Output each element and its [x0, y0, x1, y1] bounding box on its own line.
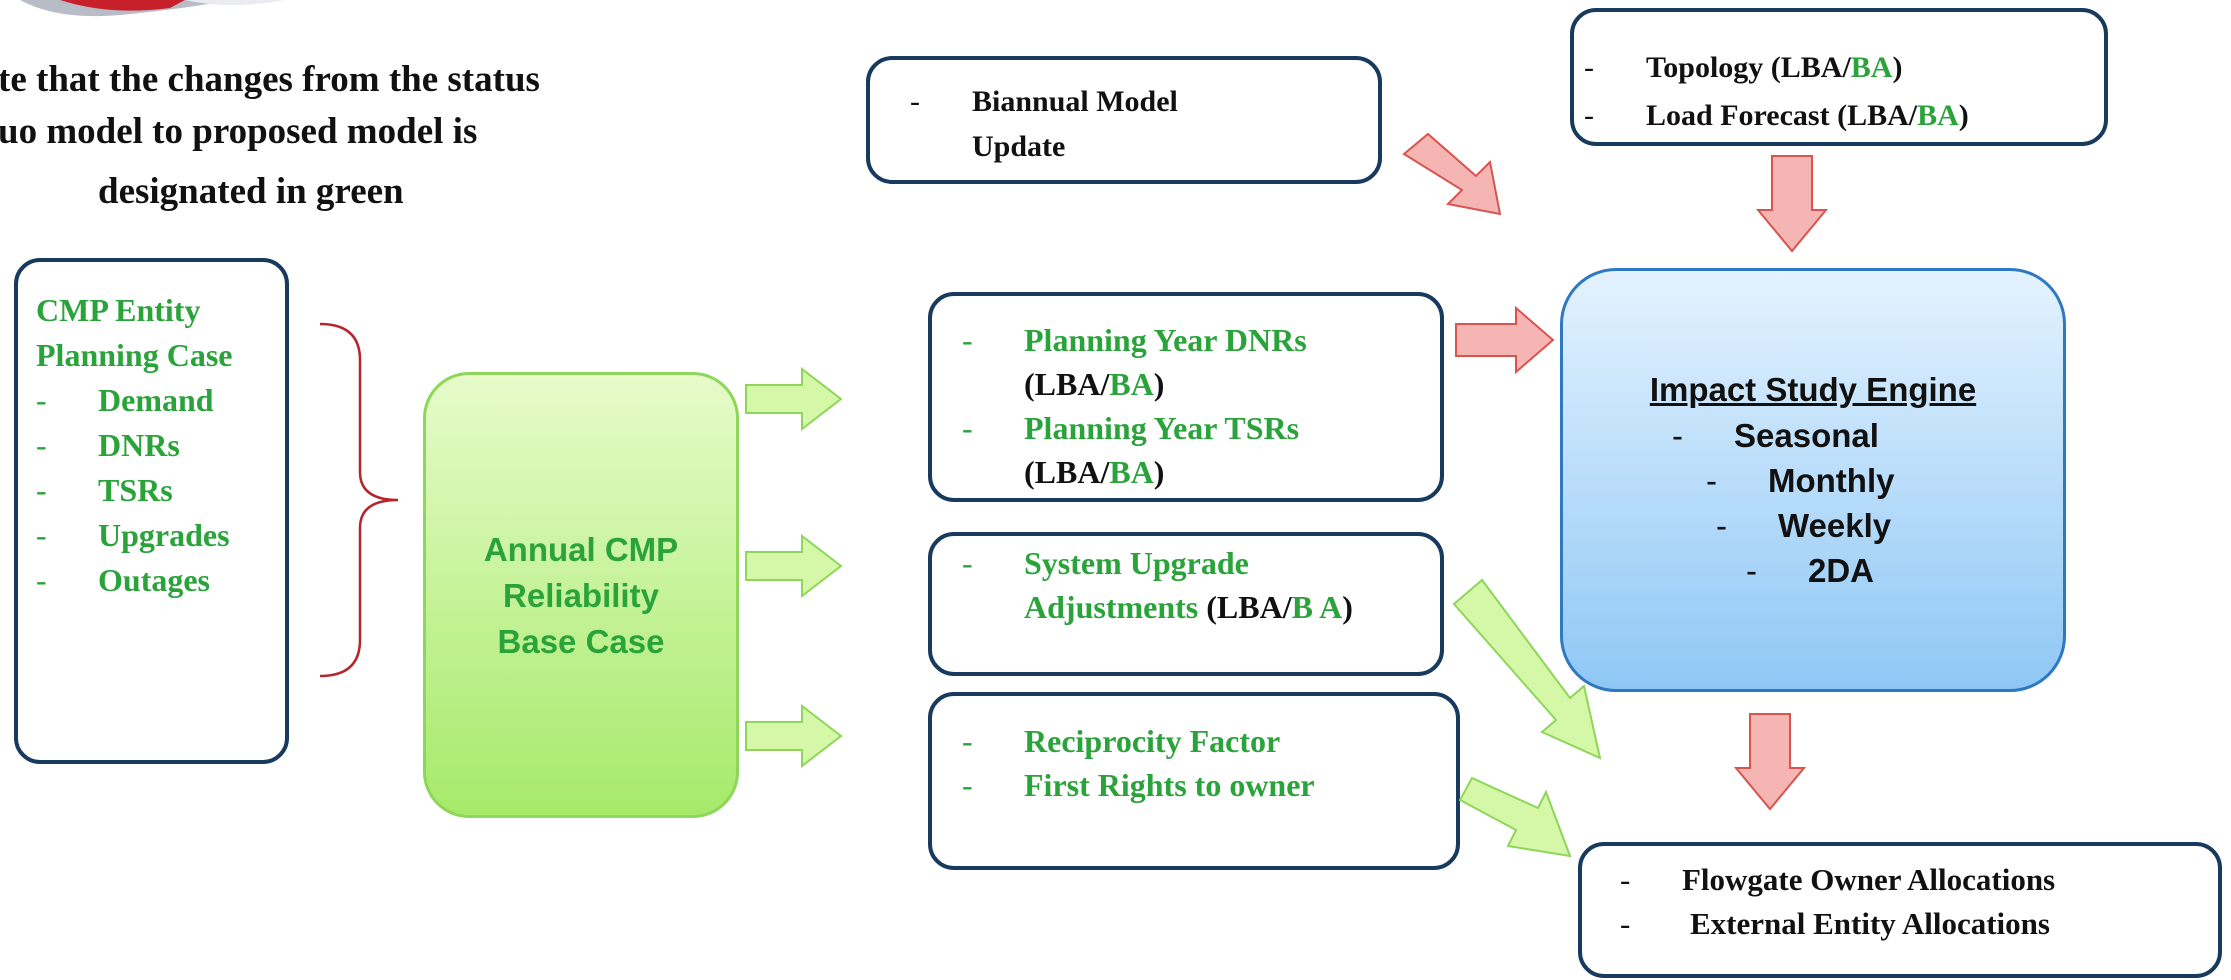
flowgate-owner-item: -Flowgate Owner Allocations	[1620, 862, 2056, 897]
green-arrow	[1458, 776, 1572, 858]
grouping-brace	[319, 322, 399, 678]
cmp-entity-title-1: CMP Entity	[36, 292, 201, 328]
red-arrow	[1455, 306, 1555, 374]
planning-tsrs-line-2: (LBA/BA)	[1024, 454, 1165, 490]
planning-dnrs-line-1: -Planning Year DNRs	[962, 322, 1307, 358]
engine-item: -Weekly	[1716, 507, 1892, 544]
cmp-entity-title-2: Planning Case	[36, 337, 233, 373]
base-case-box	[423, 372, 739, 818]
impact-engine-box	[1560, 268, 2066, 692]
planning-tsrs-line-1: -Planning Year TSRs	[962, 410, 1300, 446]
logo-fragment	[20, 0, 285, 17]
base-case-line-3: Base Case	[497, 623, 665, 660]
planning-year-box	[928, 292, 1444, 502]
green-arrow	[1452, 578, 1602, 760]
cmp-entity-item: -TSRs	[36, 472, 173, 508]
green-arrow	[745, 704, 843, 768]
cmp-entity-item: -Demand	[36, 382, 214, 418]
allocations-box	[1578, 842, 2222, 978]
note-line-3: designated in green	[98, 171, 404, 212]
green-arrow	[745, 534, 843, 598]
base-case-line-2: Reliability	[503, 577, 659, 614]
red-arrow	[1402, 132, 1502, 216]
upgrade-line-2: Adjustments (LBA/B A)	[1024, 589, 1353, 625]
engine-item: -2DA	[1746, 552, 1875, 589]
first-rights-item: -First Rights to owner	[962, 767, 1315, 803]
note-line-1: te that the changes from the status	[0, 59, 540, 100]
green-arrow	[745, 367, 843, 431]
impact-engine-title: Impact Study Engine	[1649, 371, 1977, 408]
cmp-entity-box	[14, 258, 289, 764]
engine-item: -Monthly	[1706, 462, 1895, 499]
load-forecast-item: -Load Forecast (LBA/BA)	[1584, 99, 1969, 132]
base-case-line-1: Annual CMP	[483, 531, 679, 568]
engine-item: -Seasonal	[1672, 417, 1879, 454]
red-arrow	[1756, 155, 1828, 253]
upgrade-line-1: -System Upgrade	[962, 545, 1249, 581]
note-line-2: uo model to proposed model is	[0, 111, 478, 152]
upgrade-box	[928, 532, 1444, 676]
reciprocity-box	[928, 692, 1460, 870]
topology-item: -Topology (LBA/BA)	[1584, 51, 1903, 84]
reciprocity-item: -Reciprocity Factor	[962, 723, 1281, 759]
biannual-box	[866, 56, 1382, 184]
cmp-entity-item: -Outages	[36, 562, 210, 598]
red-arrow	[1734, 713, 1806, 811]
biannual-line-1: -Biannual Model	[910, 85, 1178, 118]
planning-dnrs-line-2: (LBA/BA)	[1024, 366, 1165, 402]
biannual-line-2: Update	[972, 130, 1066, 163]
external-entity-item: -External Entity Allocations	[1620, 906, 2050, 941]
cmp-entity-item: -Upgrades	[36, 517, 230, 553]
cmp-entity-item: -DNRs	[36, 427, 180, 463]
topology-box	[1570, 8, 2108, 146]
